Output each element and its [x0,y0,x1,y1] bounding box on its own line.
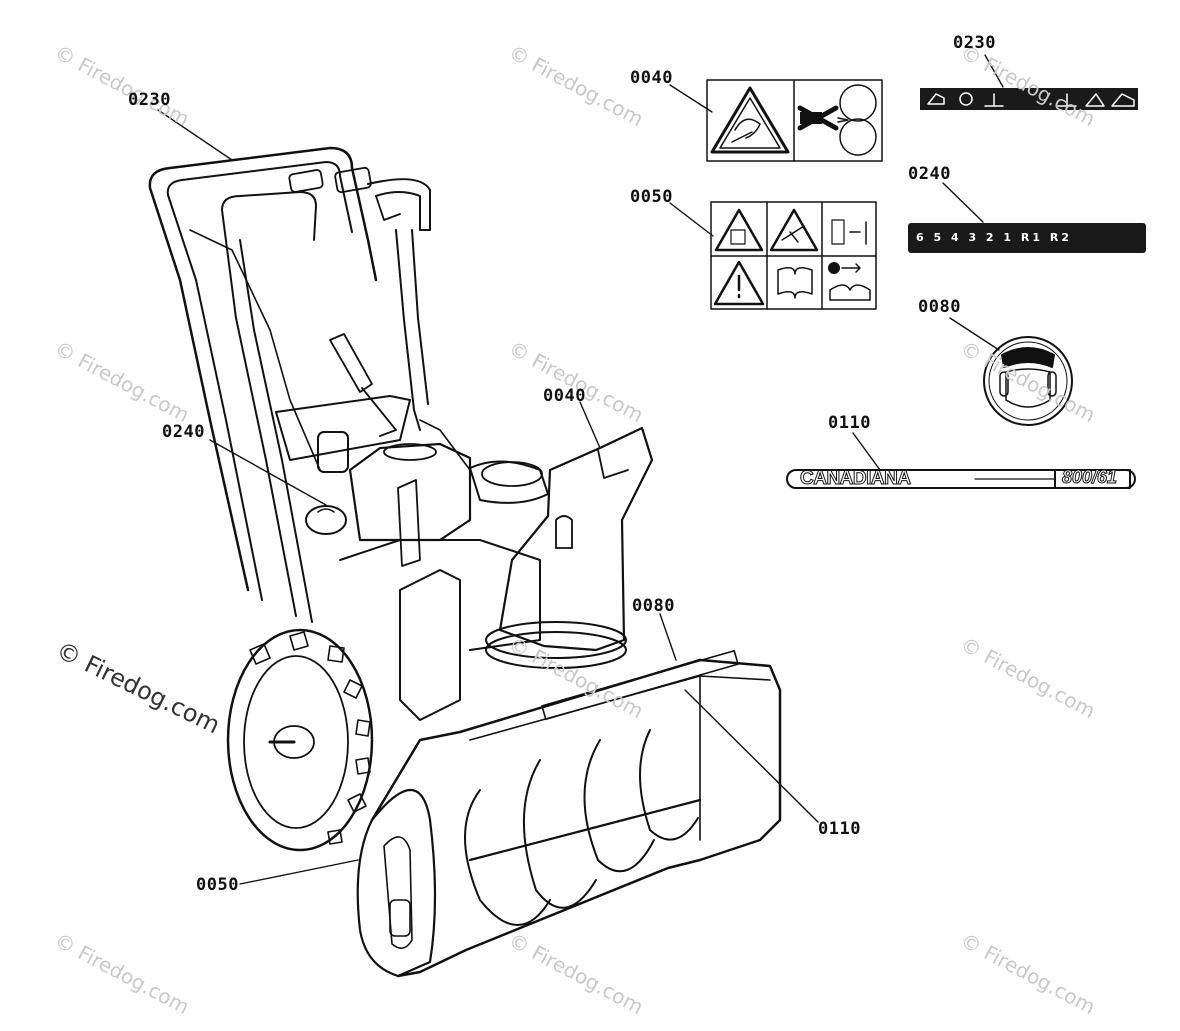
callout-0110-top: 0110 [828,413,871,433]
callout-0240-right: 0240 [908,164,951,184]
decal-0230-controls [920,88,1138,110]
callout-0240-left: 0240 [162,422,205,442]
brand-name: CANADIANA [800,468,912,490]
brand-model: 800/61 [1061,467,1118,488]
callout-0230-left: 0230 [128,90,171,110]
callout-0080-right: 0080 [918,297,961,317]
snowblower-illustration [148,146,782,978]
callout-0050-bottom: 0050 [196,875,239,895]
decal-0110-brand [786,469,1136,489]
callout-0080-mid: 0080 [632,596,675,616]
callout-0110-bottom: 0110 [818,819,861,839]
decal-0240-speed-labels: 6 5 4 3 2 1 R1 R2 [908,223,1146,253]
callout-0230-right: 0230 [953,33,996,53]
callout-0040-mid: 0040 [543,386,586,406]
decal-0040-warning [706,79,883,162]
decal-0080-protection [983,336,1073,426]
decal-0050-safety [710,201,877,310]
callout-0050-top: 0050 [630,187,673,207]
callout-0040-top: 0040 [630,68,673,88]
